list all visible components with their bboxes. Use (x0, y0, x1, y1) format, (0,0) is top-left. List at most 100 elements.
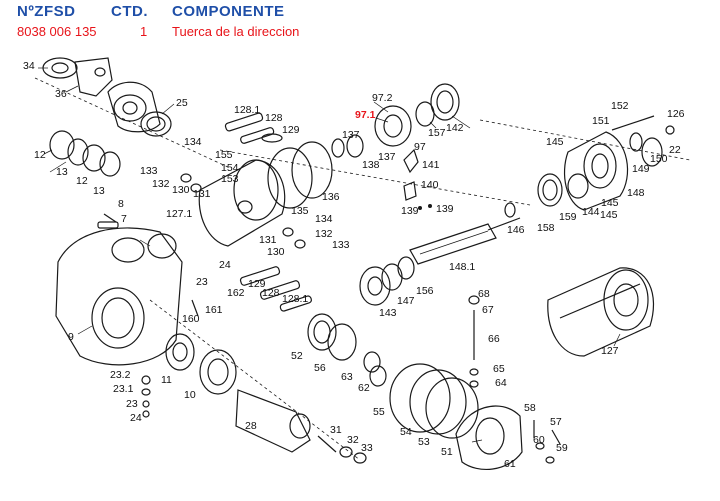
callout-25: 25 (176, 97, 188, 109)
callout-63: 63 (341, 371, 353, 383)
callout-54: 54 (400, 426, 412, 438)
callout-57: 57 (550, 416, 562, 428)
callout-148: 148 (627, 187, 645, 199)
part-number-column-title: NºZFSD (17, 3, 76, 20)
callout-7: 7 (121, 213, 127, 225)
part-number-value: 8038 006 135 (17, 24, 97, 39)
callout-97: 97 (414, 141, 426, 153)
callout-128-b: 128 (262, 287, 280, 299)
quantity-value: 1 (140, 24, 148, 39)
parts-drawing (34, 57, 691, 470)
callout-32: 32 (347, 434, 359, 446)
callout-137-b: 137 (378, 151, 396, 163)
callout-151: 151 (592, 115, 610, 127)
callout-134-a: 134 (184, 136, 202, 148)
callout-131-a: 131 (193, 188, 211, 200)
callout-128-1-b: 128.1 (282, 293, 308, 305)
callout-149: 149 (632, 163, 650, 175)
callout-154: 154 (221, 162, 239, 174)
leader-lines (38, 67, 621, 443)
callout-160: 160 (182, 313, 200, 325)
callout-145-c: 145 (600, 209, 618, 221)
callout-131-b: 131 (259, 234, 277, 246)
callout-156: 156 (416, 285, 434, 297)
callout-133-a: 133 (140, 165, 158, 177)
callout-34: 34 (23, 60, 35, 72)
callout-130-b: 130 (267, 246, 285, 258)
callout-13-b: 13 (93, 185, 105, 197)
callout-62: 62 (358, 382, 370, 394)
callout-138: 138 (362, 159, 380, 171)
quantity-column-title: CTD. (111, 3, 148, 20)
callout-148-1: 148.1 (449, 261, 475, 273)
callout-28: 28 (245, 420, 257, 432)
callout-139-a: 139 (401, 205, 419, 217)
callout-128: 128 (265, 112, 283, 124)
callout-161: 161 (205, 304, 223, 316)
callout-162: 162 (227, 287, 245, 299)
callout-133-b: 133 (332, 239, 350, 251)
callout-136: 136 (322, 191, 340, 203)
callout-24-a: 24 (219, 259, 231, 271)
parts-header: NºZFSD CTD. COMPONENTE 8038 006 135 1 Tu… (0, 0, 720, 44)
callout-132-b: 132 (315, 228, 333, 240)
callout-65: 65 (493, 363, 505, 375)
callout-55: 55 (373, 406, 385, 418)
callout-31: 31 (330, 424, 342, 436)
callout-51: 51 (441, 446, 453, 458)
component-column-title: COMPONENTE (172, 3, 285, 20)
callout-10: 10 (184, 389, 196, 401)
callout-22: 22 (669, 144, 681, 156)
callout-127: 127 (601, 345, 619, 357)
callout-64: 64 (495, 377, 507, 389)
callout-97-2: 97.2 (372, 92, 393, 104)
callout-143: 143 (379, 307, 397, 319)
callout-9: 9 (68, 331, 74, 343)
callout-23-a: 23 (196, 276, 208, 288)
callout-135: 135 (291, 205, 309, 217)
callout-33: 33 (361, 442, 373, 454)
callout-97-1-highlighted: 97.1 (355, 109, 376, 121)
callout-12-a: 12 (34, 149, 46, 161)
callout-59: 59 (556, 442, 568, 454)
callout-24-b: 24 (130, 412, 142, 424)
callout-52: 52 (291, 350, 303, 362)
callout-139-b: 139 (436, 203, 454, 215)
callout-58: 58 (524, 402, 536, 414)
callout-157: 157 (428, 127, 446, 139)
callout-155: 155 (215, 149, 233, 161)
callout-23-b: 23 (126, 398, 138, 410)
callout-140: 140 (421, 179, 439, 191)
callout-145-a: 145 (546, 136, 564, 148)
callout-147: 147 (397, 295, 415, 307)
callout-67: 67 (482, 304, 494, 316)
callout-129-b: 129 (248, 278, 266, 290)
callout-labels: 34 36 25 128.1 128 129 97.2 97.1 97 137 … (23, 60, 685, 470)
callout-13-a: 13 (56, 166, 68, 178)
callout-142: 142 (446, 122, 464, 134)
callout-146: 146 (507, 224, 525, 236)
callout-23-2: 23.2 (110, 369, 131, 381)
callout-137-a: 137 (342, 129, 360, 141)
callout-159: 159 (559, 211, 577, 223)
callout-61: 61 (504, 458, 516, 470)
callout-129: 129 (282, 124, 300, 136)
callout-150: 150 (650, 153, 668, 165)
callout-8: 8 (118, 198, 124, 210)
callout-60: 60 (533, 434, 545, 446)
component-value: Tuerca de la direccion (172, 24, 300, 39)
callout-53: 53 (418, 436, 430, 448)
callout-152: 152 (611, 100, 629, 112)
callout-141: 141 (422, 159, 440, 171)
callout-153: 153 (221, 173, 239, 185)
callout-132-a: 132 (152, 178, 170, 190)
callout-56: 56 (314, 362, 326, 374)
callout-23-1: 23.1 (113, 383, 134, 395)
callout-130-a: 130 (172, 184, 190, 196)
callout-158: 158 (537, 222, 555, 234)
callout-134-b: 134 (315, 213, 333, 225)
callout-36: 36 (55, 88, 67, 100)
callout-127-1: 127.1 (166, 208, 192, 220)
callout-128-1: 128.1 (234, 104, 260, 116)
